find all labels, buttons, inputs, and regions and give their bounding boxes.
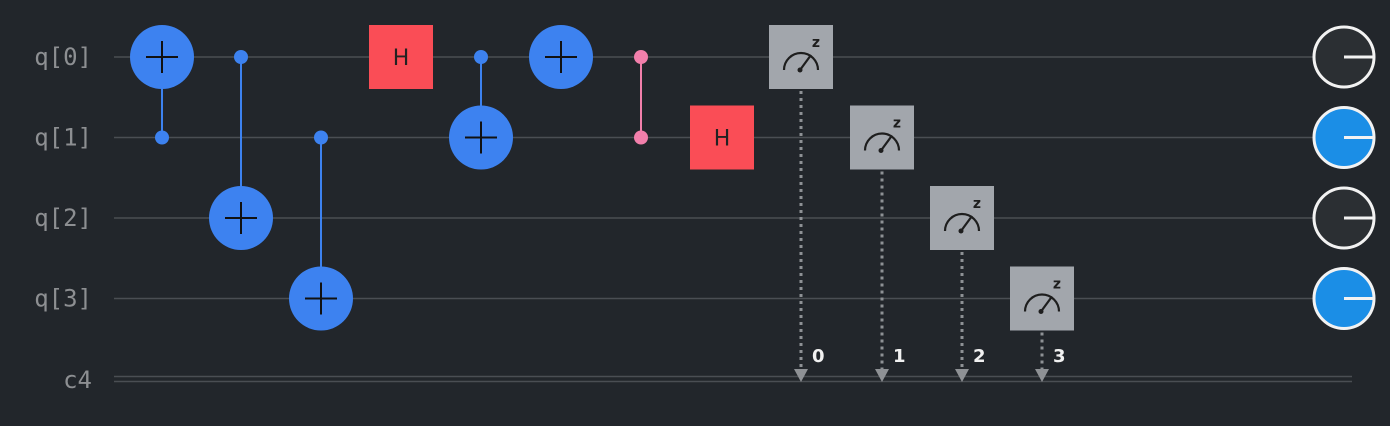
hadamard-box bbox=[690, 105, 754, 170]
cnot-control-dot bbox=[234, 50, 248, 64]
classical-bit-label: 0 bbox=[812, 346, 825, 367]
qubit-label-0: q[0] bbox=[34, 43, 92, 71]
hadamard-box bbox=[369, 25, 433, 89]
gate-cnot-0 bbox=[130, 25, 194, 145]
gate-measure-8: z0 bbox=[769, 25, 833, 382]
measure-arrow-head bbox=[955, 369, 969, 382]
qubit-label-2: q[2] bbox=[34, 204, 92, 232]
hadamard-label: H bbox=[714, 127, 731, 152]
gate-cnot-4 bbox=[449, 50, 513, 170]
cnot-control-dot bbox=[474, 50, 488, 64]
measure-box bbox=[850, 105, 914, 170]
qubit-label-3: q[3] bbox=[34, 285, 92, 313]
classical-bit-label: 1 bbox=[893, 346, 906, 367]
output-states bbox=[1312, 25, 1376, 330]
classical-register-label: c4 bbox=[63, 366, 92, 394]
meter-needle-icon bbox=[880, 134, 893, 152]
gate-x-5 bbox=[529, 25, 593, 89]
output-state-2 bbox=[1312, 186, 1376, 250]
meter-needle-icon bbox=[960, 215, 973, 232]
meter-needle-icon bbox=[1040, 295, 1053, 313]
cnot-control-dot bbox=[314, 130, 328, 145]
cz-dot-top bbox=[634, 50, 648, 64]
output-state-1 bbox=[1312, 106, 1376, 169]
classical-bit-label: 3 bbox=[1053, 346, 1066, 367]
measure-basis-label: z bbox=[812, 35, 820, 51]
meter-pivot-icon bbox=[1038, 309, 1044, 314]
gate-cnot-1 bbox=[209, 50, 273, 250]
output-state-3 bbox=[1312, 267, 1376, 330]
output-state-0 bbox=[1312, 25, 1376, 89]
meter-icon bbox=[863, 132, 901, 151]
classical-bit-label: 2 bbox=[973, 346, 986, 367]
meter-icon bbox=[943, 212, 981, 232]
measure-basis-label: z bbox=[893, 116, 901, 132]
register-labels: q[0] q[1] q[2] q[3] c4 bbox=[34, 43, 92, 394]
meter-pivot-icon bbox=[797, 67, 803, 73]
gate-h-7: H bbox=[690, 105, 754, 170]
gate-measure-11: z3 bbox=[1010, 266, 1074, 382]
cz-dot-bottom bbox=[634, 130, 648, 145]
gate-measure-10: z2 bbox=[930, 186, 994, 382]
meter-pivot-icon bbox=[878, 148, 884, 153]
qubit-label-1: q[1] bbox=[34, 124, 92, 152]
measure-box bbox=[930, 186, 994, 250]
measure-arrow-head bbox=[1035, 369, 1049, 382]
meter-pivot-icon bbox=[958, 228, 964, 234]
meter-needle-icon bbox=[799, 54, 812, 71]
meter-icon bbox=[782, 51, 820, 71]
hadamard-label: H bbox=[393, 46, 410, 71]
measure-box bbox=[1010, 266, 1074, 331]
gate-cnot-2 bbox=[289, 130, 353, 331]
gate-cz-6 bbox=[634, 50, 648, 145]
measure-basis-label: z bbox=[973, 196, 981, 212]
measure-arrow-head bbox=[875, 369, 889, 382]
gate-h-3: H bbox=[369, 25, 433, 89]
measure-box bbox=[769, 25, 833, 89]
meter-icon bbox=[1023, 293, 1061, 312]
gate-measure-9: z1 bbox=[850, 105, 914, 382]
cnot-control-dot bbox=[155, 130, 169, 145]
measure-basis-label: z bbox=[1053, 277, 1061, 293]
measure-arrow-head bbox=[794, 369, 808, 382]
